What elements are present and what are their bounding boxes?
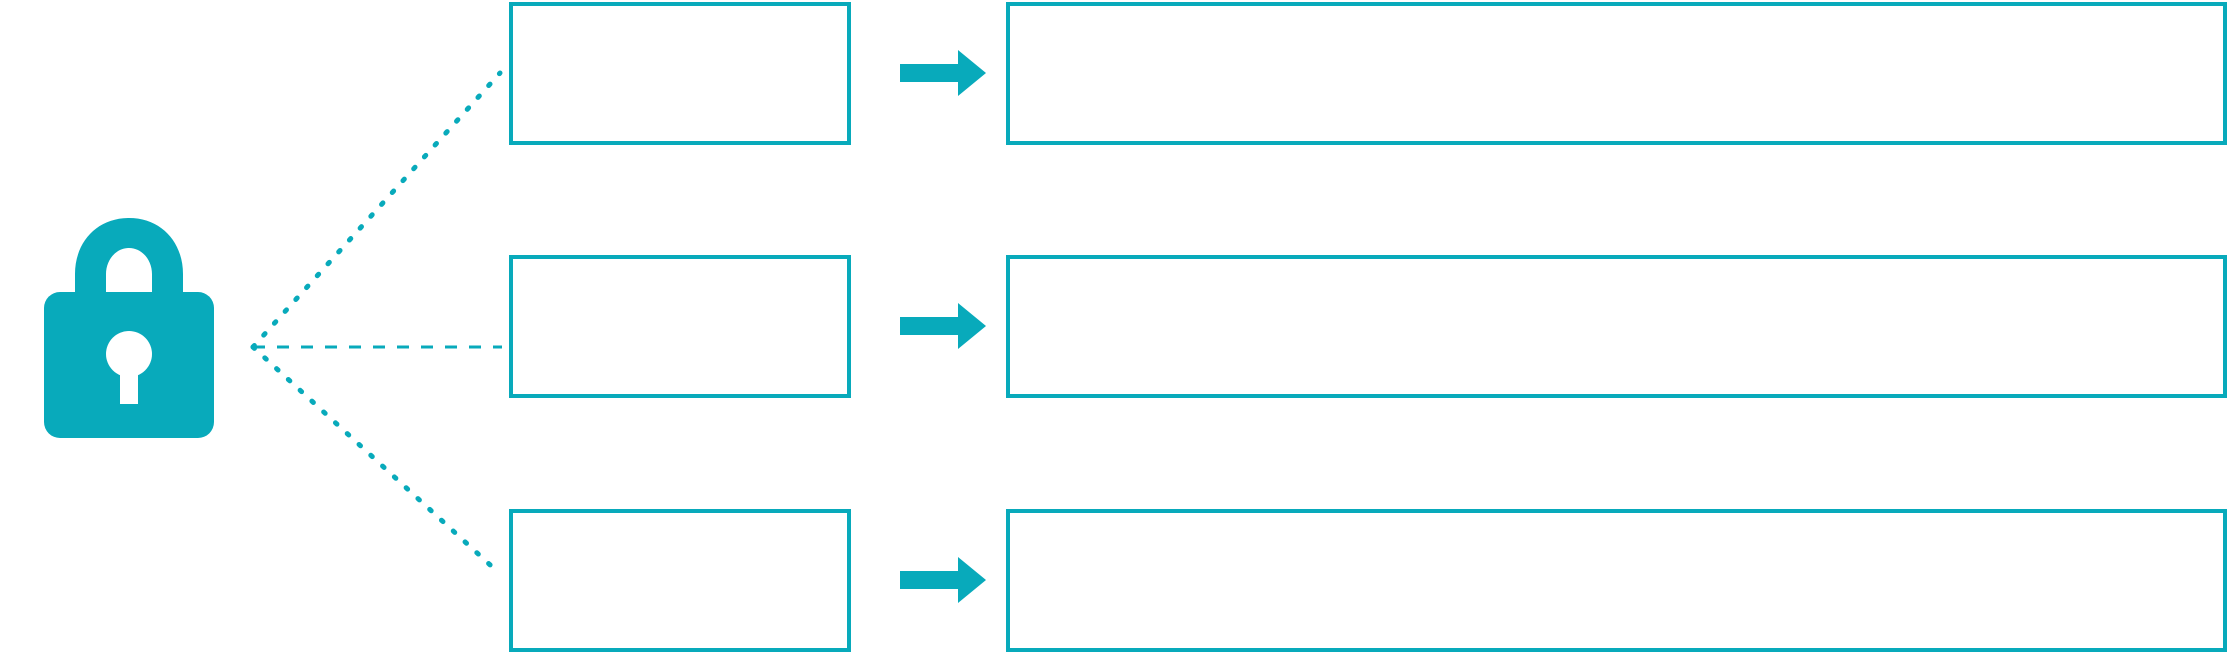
right-box-row-3[interactable]	[1006, 509, 2227, 652]
flow-row	[0, 253, 2229, 399]
flow-row	[0, 0, 2229, 146]
left-box-row-1[interactable]	[509, 2, 851, 145]
left-box-row-2[interactable]	[509, 255, 851, 398]
flow-row	[0, 507, 2229, 653]
right-arrow-icon	[900, 557, 986, 603]
right-box-row-1[interactable]	[1006, 2, 2227, 145]
right-box-row-2[interactable]	[1006, 255, 2227, 398]
padlock-icon	[44, 218, 214, 438]
right-arrow-icon	[900, 303, 986, 349]
right-arrow-icon	[900, 50, 986, 96]
left-box-row-3[interactable]	[509, 509, 851, 652]
